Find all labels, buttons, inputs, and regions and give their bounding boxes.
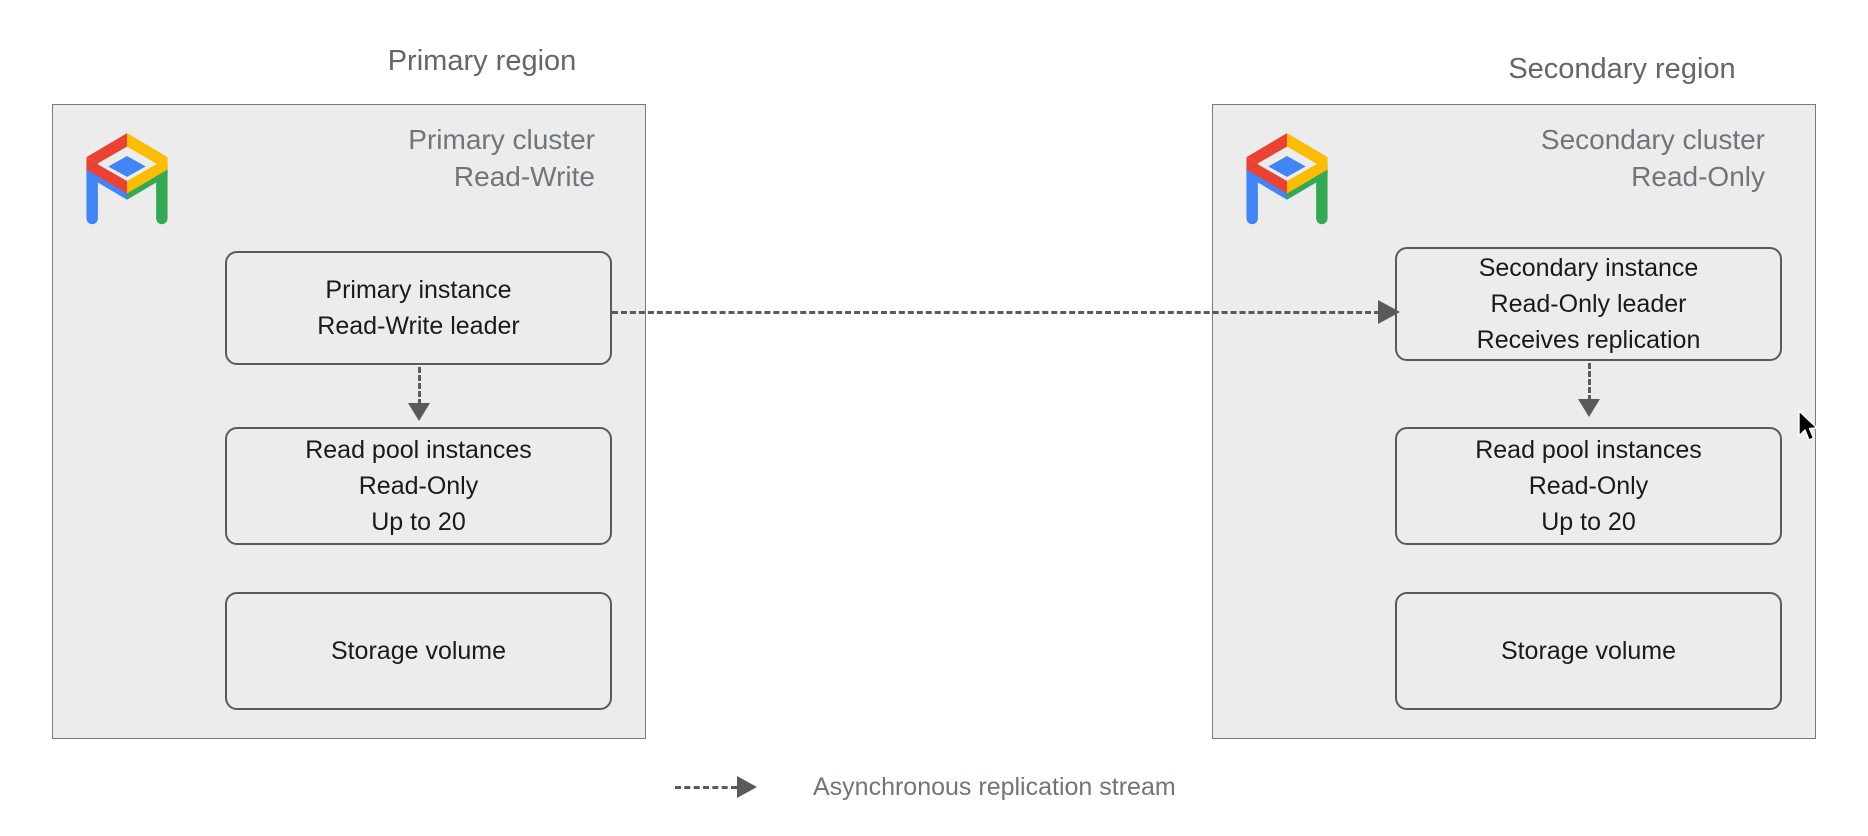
node-secondary-read-pool[interactable]: Read pool instances Read-Only Up to 20 <box>1395 427 1782 545</box>
legend-dashed-line-icon <box>675 785 737 789</box>
primary-cluster-title: Primary cluster Read-Write <box>408 124 595 192</box>
node-primary-instance[interactable]: Primary instance Read-Write leader <box>225 251 612 365</box>
primary-instance-to-read-pool-connector <box>418 367 421 405</box>
node-primary-storage-volume[interactable]: Storage volume <box>225 592 612 710</box>
primary-cluster-panel: Primary cluster Read-Write Primary insta… <box>52 104 646 739</box>
secondary-connector-arrowhead-icon <box>1578 399 1600 417</box>
secondary-cluster-title: Secondary cluster Read-Only <box>1540 124 1765 192</box>
legend-arrowhead-icon <box>737 776 757 798</box>
replication-stream-line <box>612 311 1380 314</box>
primary-region-label: Primary region <box>387 45 577 77</box>
secondary-instance-to-read-pool-connector <box>1588 363 1591 401</box>
alloydb-logo-icon <box>1246 133 1328 225</box>
primary-connector-arrowhead-icon <box>408 403 430 421</box>
replication-stream-arrowhead-icon <box>1378 300 1400 324</box>
legend: Asynchronous replication stream <box>675 772 1176 802</box>
node-primary-read-pool[interactable]: Read pool instances Read-Only Up to 20 <box>225 427 612 545</box>
legend-label: Asynchronous replication stream <box>813 773 1176 801</box>
node-secondary-storage-volume[interactable]: Storage volume <box>1395 592 1782 710</box>
alloydb-logo-icon <box>86 133 168 225</box>
secondary-cluster-panel: Secondary cluster Read-Only Secondary in… <box>1212 104 1816 739</box>
secondary-region-label: Secondary region <box>1508 53 1736 85</box>
node-secondary-instance[interactable]: Secondary instance Read-Only leader Rece… <box>1395 247 1782 361</box>
